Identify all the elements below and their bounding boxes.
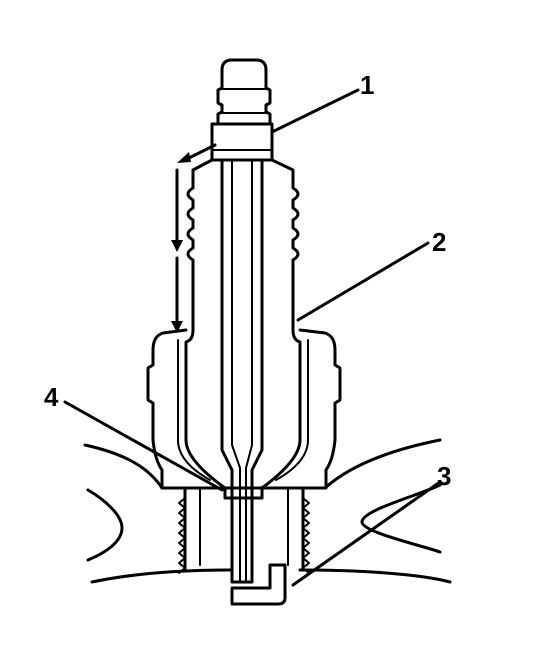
- threaded-shell: [178, 486, 310, 579]
- insulator-band: [210, 122, 274, 162]
- terminal-nut: [216, 58, 272, 126]
- hex-shell: [146, 328, 342, 490]
- center-electrode: [220, 149, 264, 584]
- leader-lines: [63, 88, 442, 587]
- callout-1: 1: [360, 70, 374, 100]
- callout-4: 4: [44, 382, 59, 412]
- ribbed-insulator: [184, 158, 302, 500]
- leakage-path-arrows: [171, 143, 217, 333]
- callout-2: 2: [432, 227, 446, 257]
- cylinder-head: [83, 438, 452, 584]
- ground-electrode: [230, 563, 287, 606]
- callout-3: 3: [437, 461, 451, 491]
